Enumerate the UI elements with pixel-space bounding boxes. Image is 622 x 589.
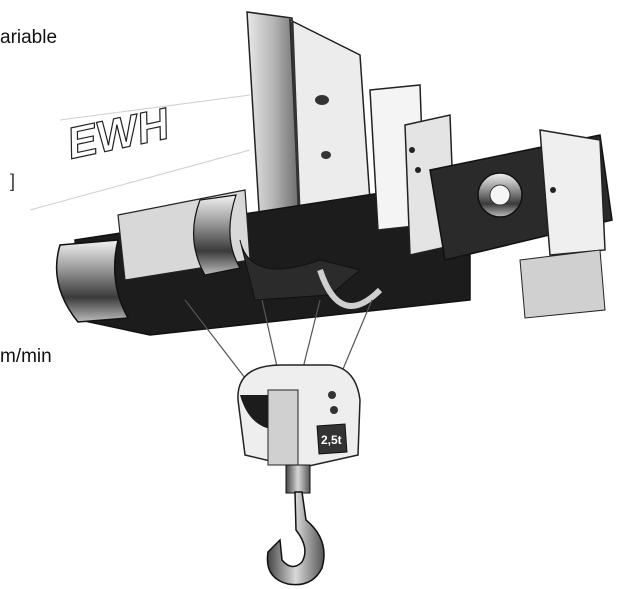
caption-fragment-bracket: ] xyxy=(10,171,16,191)
caption-fragment-speed-unit: m/min xyxy=(0,346,52,367)
ewh-logo: EWH xyxy=(63,99,175,169)
crane-hook xyxy=(266,464,325,586)
trolley-frame xyxy=(369,84,613,319)
hoist-drum xyxy=(55,189,471,336)
ceiling-lines xyxy=(29,94,251,211)
capacity-plate-label: 2,5t xyxy=(321,433,342,447)
caption-fragment-variable: ariable xyxy=(0,27,58,48)
hook-block: 2,5t xyxy=(237,364,361,469)
vertical-beam xyxy=(246,11,373,262)
